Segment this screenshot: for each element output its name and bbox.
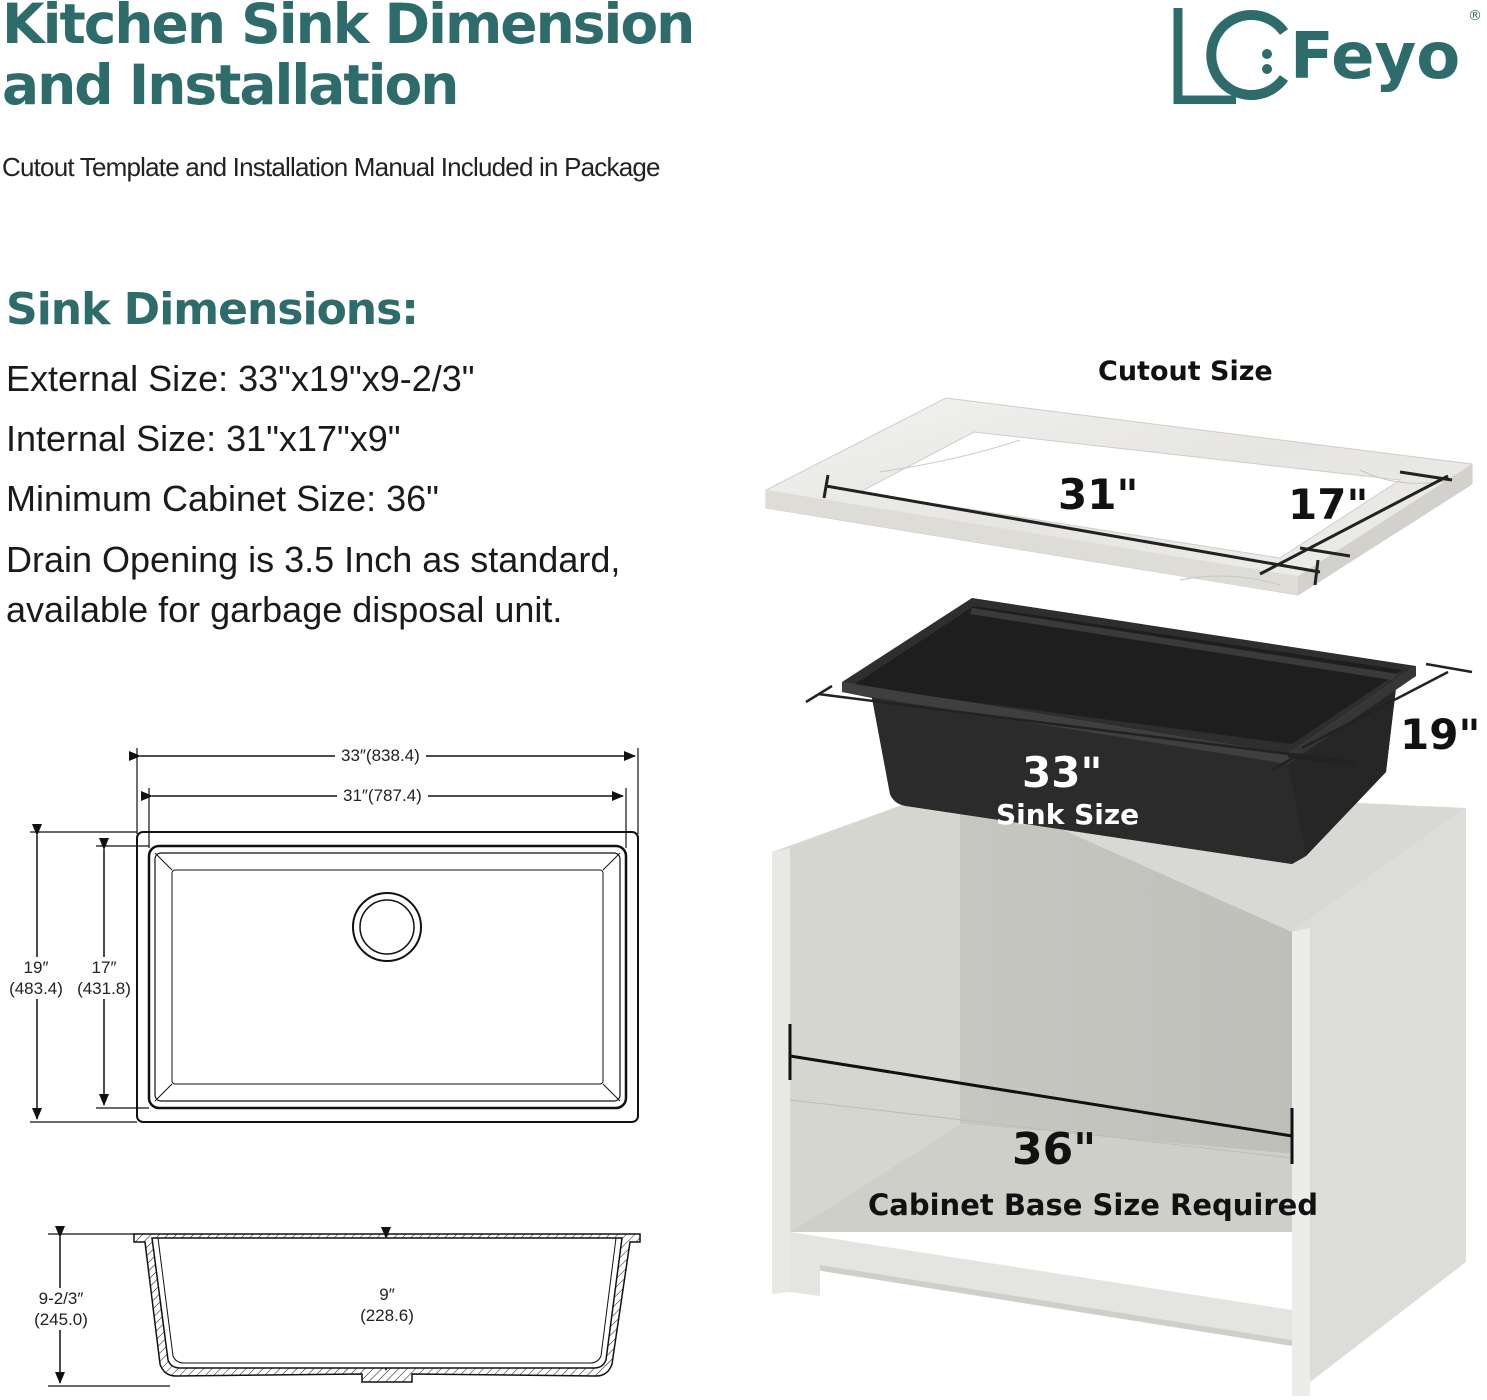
drain-inner-circle xyxy=(359,899,415,955)
cabinet-width-line xyxy=(789,1054,1293,1138)
outer-depth-mm: (483.4) xyxy=(9,979,63,998)
spec-drain-line-2: available for garbage disposal unit. xyxy=(6,589,563,630)
sink-length-label: 33" xyxy=(1022,748,1103,797)
outer-width-label: 33″(838.4) xyxy=(335,745,426,766)
specs-heading: Sink Dimensions: xyxy=(6,284,419,335)
brand-logo-mark: Feyo ® xyxy=(1173,8,1482,105)
outer-depth-inch: 19″ xyxy=(23,958,49,977)
cutout-length-line xyxy=(825,484,1321,574)
side-view-drawing: 9-2/3″ (245.0) 9″ (228.6) xyxy=(0,1224,700,1396)
cutout-size-title: Cutout Size xyxy=(1098,356,1273,387)
cabinet-base xyxy=(772,784,1466,1396)
inner-height-inch: 9″ xyxy=(379,1285,395,1304)
outer-depth-label: 19″ (483.4) xyxy=(4,957,68,999)
inner-depth-mm: (431.8) xyxy=(77,979,131,998)
brand-name: Feyo xyxy=(1290,20,1460,94)
outer-height-inch: 9-2/3″ xyxy=(38,1289,84,1308)
sink-width-line xyxy=(1301,670,1449,750)
sink-length-line xyxy=(817,692,1353,764)
spec-external-size: External Size: 33"x19"x9-2/3" xyxy=(6,358,475,399)
cabinet-width-label: 36" xyxy=(1012,1124,1097,1175)
page-title-line-1: Kitchen Sink Dimension xyxy=(2,0,695,56)
sink-outer-rim xyxy=(136,831,639,1123)
sink-size-label: Sink Size xyxy=(996,798,1140,831)
cutout-width-label: 17" xyxy=(1288,480,1369,529)
inner-depth-inch: 17″ xyxy=(91,958,117,977)
cabinet-size-label: Cabinet Base Size Required xyxy=(868,1188,1319,1222)
page-title-line-2: and Installation xyxy=(2,53,459,117)
registered-mark: ® xyxy=(1468,8,1482,24)
spec-cabinet-size: Minimum Cabinet Size: 36" xyxy=(6,478,439,519)
inner-height-mm: (228.6) xyxy=(360,1306,414,1325)
side-view-svg xyxy=(48,1226,641,1387)
sink-width-label: 19" xyxy=(1400,710,1481,759)
brand-logo: Feyo ® xyxy=(1172,4,1482,105)
illustration-svg xyxy=(765,397,1473,1396)
outer-height-label: 9-2/3″ (245.0) xyxy=(22,1288,100,1330)
sink-inner-rim xyxy=(147,844,628,1110)
cutout-width-line xyxy=(1259,474,1449,576)
spec-internal-size: Internal Size: 31"x17"x9" xyxy=(6,418,401,459)
inner-width-label: 31″(787.4) xyxy=(337,785,428,806)
inner-height-label: 9″ (228.6) xyxy=(352,1284,422,1326)
inner-depth-label: 17″ (431.8) xyxy=(72,957,136,999)
cutout-length-label: 31" xyxy=(1058,470,1139,519)
installation-illustration: Cutout Size 31" 17" 33" Sink Size 19" 36… xyxy=(760,356,1487,1396)
page-subtitle: Cutout Template and Installation Manual … xyxy=(2,152,660,182)
page-title: Kitchen Sink Dimension and Installation xyxy=(2,0,695,117)
drain-outer-circle xyxy=(352,892,422,962)
top-view-drawing: 33″(838.4) 31″(787.4) 19″ (483.4) 17″ (4… xyxy=(0,730,700,1150)
sink-bowl xyxy=(805,598,1473,864)
outer-height-mm: (245.0) xyxy=(34,1310,88,1329)
spec-drain-line-1: Drain Opening is 3.5 Inch as standard, xyxy=(6,539,621,580)
countertop-cutout xyxy=(765,397,1473,596)
